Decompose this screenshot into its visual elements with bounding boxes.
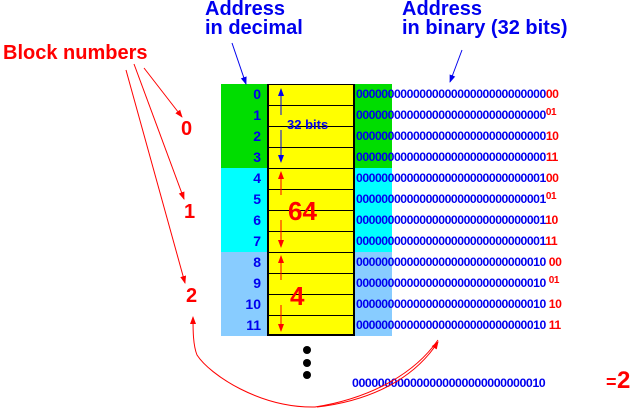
decimal-address: 1: [253, 107, 261, 123]
binary-address: 000000000000000000000000000010 01: [356, 270, 559, 291]
memory-word-cell: [267, 147, 355, 168]
binary-address: 000000000000000000000000000010 00: [356, 252, 562, 273]
memory-word-cell: [267, 189, 355, 210]
table-row: 3: [221, 147, 392, 168]
arrow-block-0: [143, 67, 183, 118]
block-numbers-label: Block numbers: [3, 42, 148, 64]
word-size-label: 32 bits: [287, 117, 329, 132]
binary-address: 00000000000000000000000000000010: [356, 126, 559, 147]
binary-address: 00000000000000000000000000000001: [356, 102, 557, 123]
binary-address-prefix: 000000000000000000000000000000: [356, 108, 546, 122]
binary-address-offset: 11: [545, 234, 558, 248]
table-row: 6: [221, 210, 392, 231]
binary-address: 00000000000000000000000000000111: [356, 231, 558, 252]
ellipsis-dot: [303, 346, 311, 354]
binary-address-prefix: 000000000000000000000000000001: [356, 171, 546, 185]
table-row: 8: [221, 252, 392, 273]
memory-word-cell: [267, 231, 355, 252]
block-number-0: 0: [181, 118, 193, 140]
binary-address: 00000000000000000000000000000110: [356, 210, 558, 231]
decimal-address: 10: [245, 296, 261, 312]
address-decimal-header-line1: Address: [205, 0, 286, 20]
decimal-address: 3: [253, 149, 261, 165]
binary-address-prefix: 000000000000000000000000000000: [356, 87, 546, 101]
memory-word-cell: [267, 315, 355, 336]
binary-address: 00000000000000000000000000000101: [356, 186, 557, 207]
memory-word-cell: [267, 105, 355, 126]
binary-address: 00000000000000000000000000000000: [356, 84, 559, 105]
ellipsis-dot: [303, 371, 311, 379]
binary-address-offset: 10: [548, 297, 562, 311]
decimal-address: 5: [253, 191, 261, 207]
decimal-address: 11: [246, 317, 261, 333]
binary-address-offset: 11: [548, 318, 561, 332]
binary-address-offset: 00: [545, 87, 559, 101]
equals-sign: =: [606, 372, 617, 392]
decimal-address: 7: [253, 233, 261, 249]
binary-address-offset: 00: [548, 255, 562, 269]
decimal-address: 0: [253, 86, 261, 102]
decimal-address: 6: [253, 212, 261, 228]
binary-address-offset: 01: [548, 275, 560, 286]
memory-word-cell: [267, 126, 355, 147]
arrow-to-binary-row: [316, 341, 439, 408]
binary-address-prefix: 000000000000000000000000000010: [356, 255, 549, 269]
arrow-binary-header: [449, 49, 463, 83]
binary-address: 000000000000000000000000000010 10: [356, 294, 562, 315]
binary-address-prefix: 000000000000000000000000000000: [356, 129, 546, 143]
binary-address-offset: 10: [545, 129, 559, 143]
binary-address-prefix: 000000000000000000000000000010: [356, 297, 549, 311]
block-number-2: 2: [186, 285, 198, 307]
table-row: 0: [221, 84, 392, 105]
binary-address-offset: 01: [545, 191, 557, 202]
binary-address: 00000000000000000000000000000100: [356, 168, 559, 189]
binary-address: 000000000000000000000000000010 11: [356, 315, 561, 336]
block-2-size-label: 4: [290, 281, 305, 311]
binary-address-prefix: 000000000000000000000000000001: [356, 234, 546, 248]
address-decimal-header-line2: in decimal: [205, 17, 303, 39]
table-row: 10: [221, 294, 392, 315]
memory-word-cell: [267, 294, 355, 315]
arrow-block-mapping-curve: [190, 316, 439, 408]
arrow-decimal-header: [231, 42, 247, 85]
block-number-1: 1: [184, 201, 196, 223]
decimal-address: 8: [253, 254, 261, 270]
table-row: 5: [221, 189, 392, 210]
address-decimal-header: Address in decimal: [205, 0, 303, 38]
memory-word-cell: [267, 84, 355, 105]
binary-address-offset: 01: [545, 107, 557, 118]
block-number-value: 2: [617, 367, 631, 394]
table-row: 7: [221, 231, 392, 252]
binary-address-prefix: 000000000000000000000000000001: [356, 192, 546, 206]
block-1-size-label: 64: [288, 196, 317, 226]
arrow-block-2: [125, 69, 187, 284]
memory-word-cell: [267, 210, 355, 231]
address-binary-header-line2: in binary (32 bits): [402, 17, 568, 39]
decimal-address: 2: [253, 128, 261, 144]
decimal-address: 9: [253, 275, 261, 291]
table-row: 11: [221, 315, 392, 336]
arrow-block-1: [133, 63, 185, 200]
memory-word-cell: [267, 252, 355, 273]
table-row: 1: [221, 105, 392, 126]
binary-address-offset: 11: [545, 150, 558, 164]
memory-word-cell: [267, 273, 355, 294]
table-row: 2: [221, 126, 392, 147]
binary-address-offset: 10: [545, 213, 558, 227]
table-row: 4: [221, 168, 392, 189]
ellipsis-dot: [303, 359, 311, 367]
binary-address-prefix: 000000000000000000000000000001: [356, 213, 546, 227]
binary-address-prefix: 000000000000000000000000000000: [356, 150, 546, 164]
table-row: 9: [221, 273, 392, 294]
binary-address-prefix: 000000000000000000000000000010: [356, 276, 549, 290]
binary-address-offset: 00: [545, 171, 559, 185]
binary-address-prefix: 000000000000000000000000000010: [356, 318, 549, 332]
address-binary-header-line1: Address: [402, 0, 483, 20]
binary-address: 00000000000000000000000000000011: [356, 147, 558, 168]
decimal-address: 4: [253, 170, 261, 186]
address-binary-header: Address in binary (32 bits): [402, 0, 568, 38]
memory-word-cell: [267, 168, 355, 189]
